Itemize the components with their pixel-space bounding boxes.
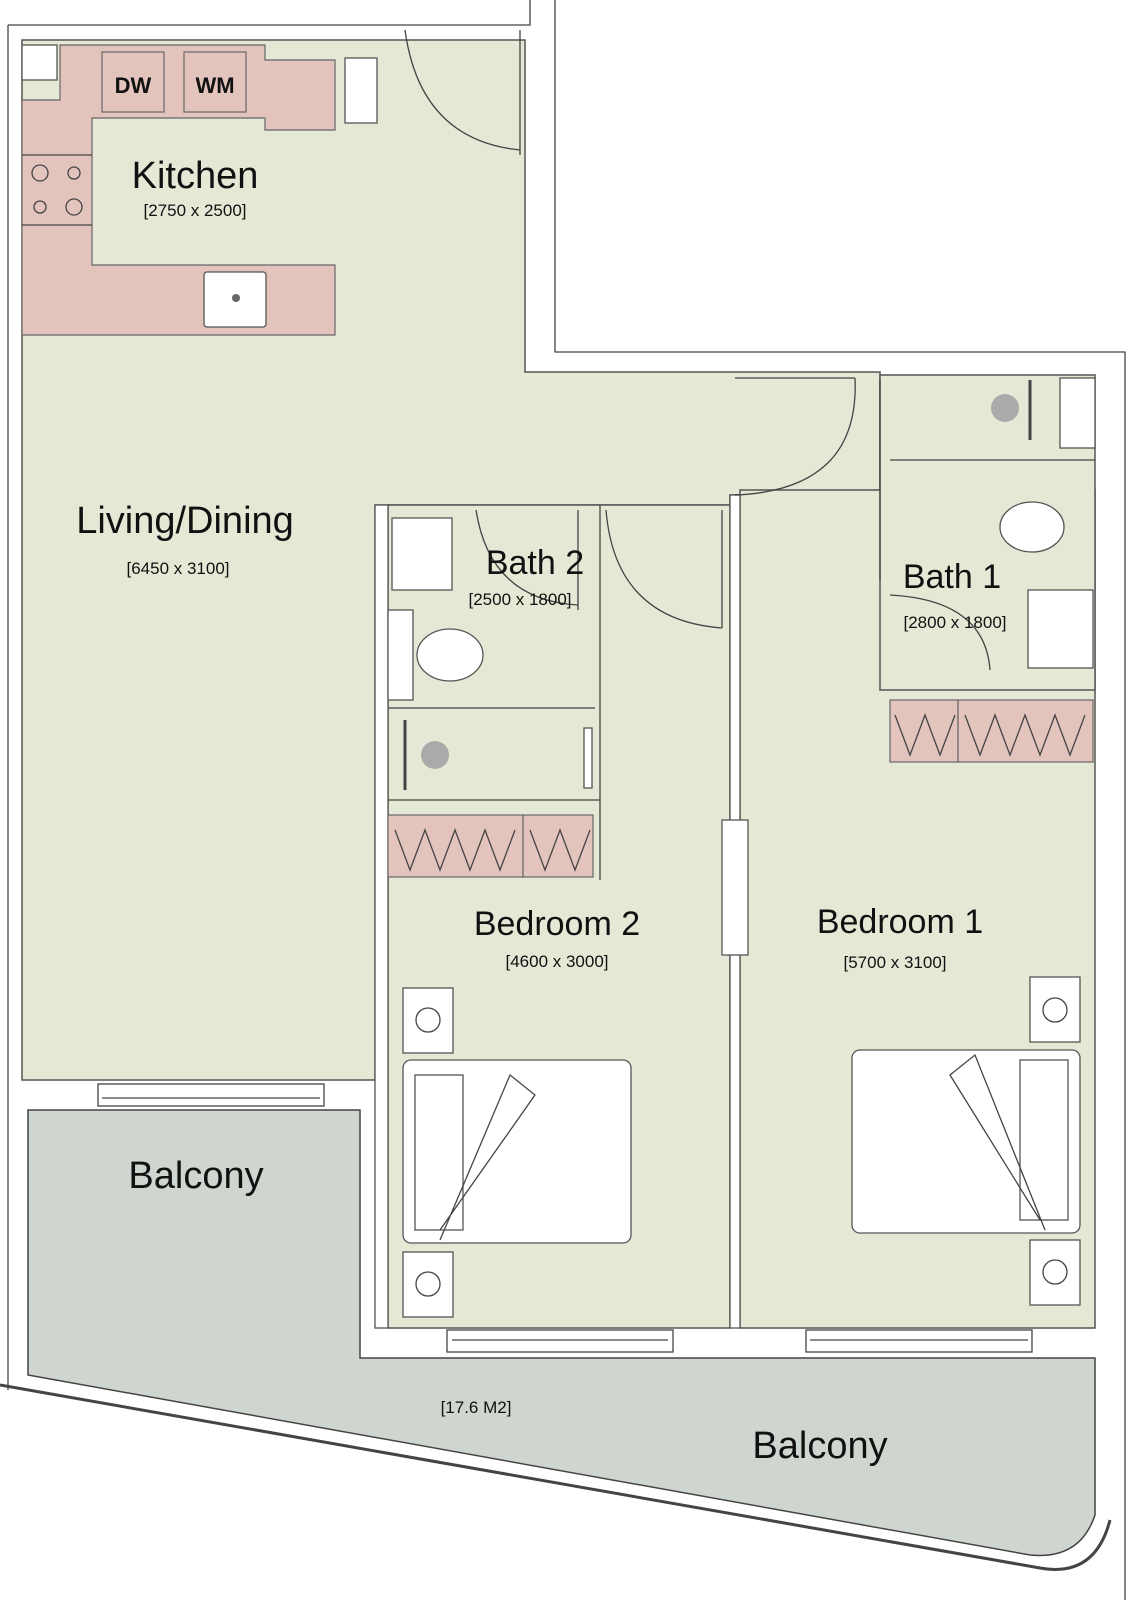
cooktop-icon [22, 154, 92, 226]
balcony-left-label: Balcony [128, 1155, 263, 1197]
kitchen-dims: [2750 x 2500] [143, 201, 246, 220]
bath1-toilet-icon [999, 501, 1065, 553]
bedroom1-dims: [5700 x 3100] [843, 953, 946, 972]
bedroom2-bed [402, 987, 632, 1318]
bath2-basin [391, 517, 453, 591]
outer-wall [8, 0, 1126, 1600]
washing-machine [183, 51, 247, 113]
living-dims: [6450 x 3100] [126, 559, 229, 578]
wm-label: WM [195, 73, 234, 98]
entry-door [404, 29, 521, 155]
wall-bedroom2-left [374, 504, 389, 1329]
bedroom1-bed [851, 976, 1081, 1306]
bath-1-fixture [1059, 377, 1096, 449]
wall-column [721, 819, 749, 956]
sink-icon [203, 271, 267, 328]
bath2-toilet-icon [416, 628, 484, 682]
bedroom2-wardrobe [387, 814, 594, 878]
bath1-shower-icon [991, 394, 1019, 422]
bedroom2-label: Bedroom 2 [474, 905, 640, 943]
bath2-cistern [387, 609, 414, 701]
living-label: Living/Dining [76, 500, 294, 542]
windows [97, 1083, 1033, 1353]
bedroom1-wardrobe [889, 699, 1094, 763]
dw-label: DW [115, 73, 152, 98]
bedroom2-dims: [4600 x 3000] [505, 952, 608, 971]
bath1-label: Bath 1 [903, 558, 1001, 596]
bath2-dims: [2500 x 1800] [468, 590, 571, 609]
balcony-edge [0, 1383, 1112, 1571]
bedroom1-label: Bedroom 1 [817, 903, 983, 941]
bedroom1-door [734, 377, 856, 496]
kitchen-label: Kitchen [132, 155, 259, 197]
balcony-bottom-label: Balcony [752, 1425, 887, 1467]
bath1-dims: [2800 x 1800] [903, 613, 1006, 632]
bedroom2-door [605, 509, 723, 629]
bath2-label: Bath 2 [486, 544, 584, 582]
balcony-area-text: [17.6 M2] [441, 1398, 512, 1417]
bath2-shower-icon [421, 741, 449, 769]
fridge [344, 57, 378, 124]
kitchen-counter [21, 44, 336, 336]
dishwasher [101, 51, 165, 113]
balcony-area [27, 1109, 1096, 1557]
bath1-door [879, 380, 991, 671]
bath2-door [475, 509, 579, 610]
kitchen-fixture [21, 44, 58, 81]
bath1-basin [1027, 589, 1094, 669]
